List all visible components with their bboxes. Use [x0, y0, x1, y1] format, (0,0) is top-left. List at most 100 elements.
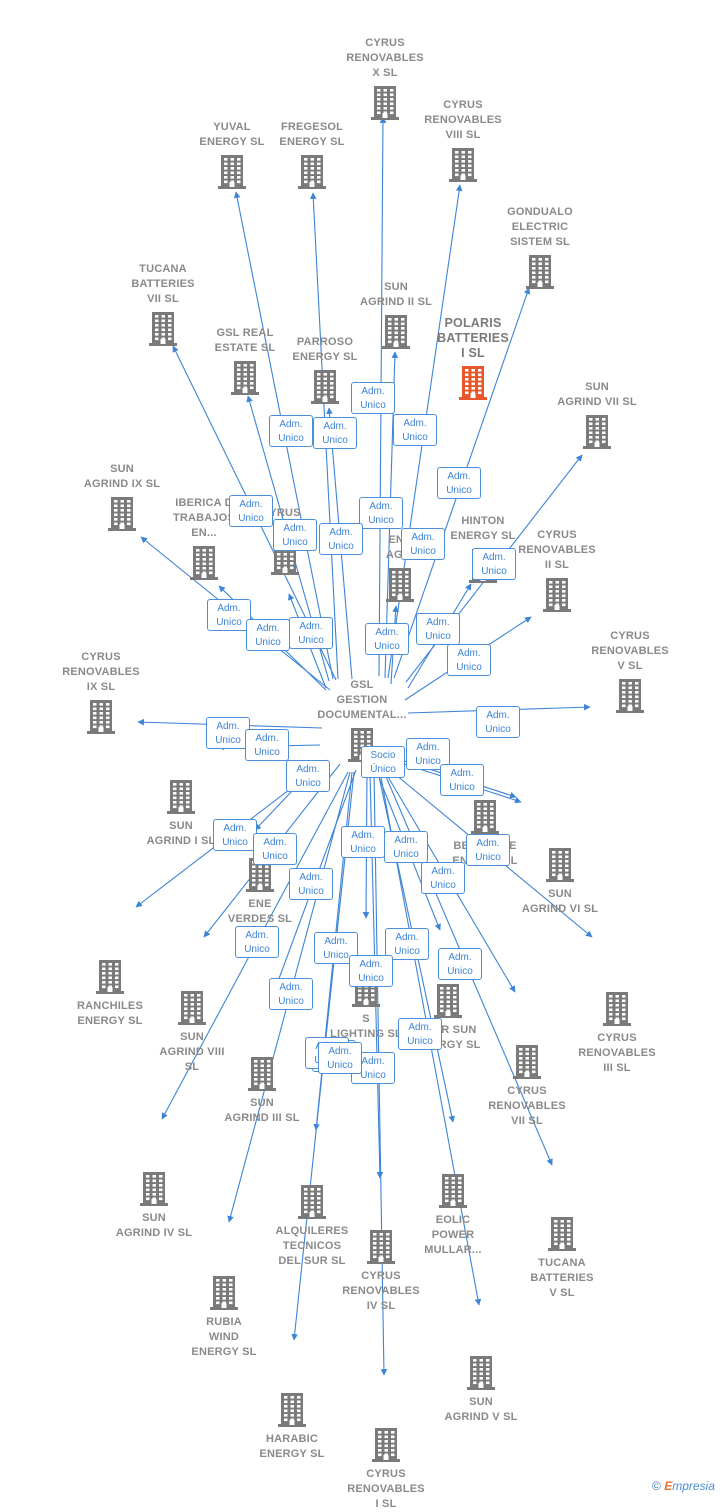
role-badge[interactable]: Adm.Unico	[286, 760, 330, 792]
role-scope: Unico	[328, 541, 354, 552]
company-name: CYRUS RENOVABLES I SL	[347, 1468, 425, 1510]
focus-company-node[interactable]: POLARIS BATTERIES I SL	[418, 316, 528, 405]
building-icon	[341, 313, 451, 354]
role-type: Adm.	[375, 627, 399, 638]
company-node[interactable]: CYRUS RENOVABLES III SL	[562, 987, 672, 1076]
company-node[interactable]: TUCANA BATTERIES V SL	[507, 1212, 617, 1301]
building-icon	[257, 153, 367, 194]
role-badge[interactable]: Adm.Unico	[398, 1018, 442, 1050]
role-type: Adm.	[239, 499, 263, 510]
company-node[interactable]: GSL REAL ESTATE SL	[190, 326, 300, 400]
role-badge[interactable]: Adm.Unico	[229, 495, 273, 527]
role-badge[interactable]: Adm.Unico	[269, 978, 313, 1010]
company-name: SUN AGRIND VIII SL	[159, 1031, 225, 1073]
building-icon	[46, 698, 156, 739]
role-badge[interactable]: Adm.Unico	[447, 644, 491, 676]
role-badge[interactable]: Adm.Unico	[319, 523, 363, 555]
role-scope: Unico	[449, 782, 475, 793]
empresia-footer[interactable]: © Empresia	[652, 1479, 715, 1493]
role-badge[interactable]: Adm.Unico	[393, 414, 437, 446]
company-node[interactable]: CYRUS RENOVABLES X SL	[330, 36, 440, 125]
company-node[interactable]: CYRUS RENOVABLES I SL	[331, 1423, 441, 1512]
role-scope: Unico	[254, 747, 280, 758]
company-node[interactable]: CYRUS RENOVABLES II SL	[502, 528, 612, 617]
role-scope: Unico	[323, 950, 349, 961]
company-name: GONDUALO ELECTRIC SISTEM SL	[507, 206, 573, 248]
company-node[interactable]: SUN AGRIND VII SL	[542, 380, 652, 454]
company-node[interactable]: SUN AGRIND VIII SL	[137, 986, 247, 1075]
role-scope: Unico	[415, 756, 441, 767]
role-badge[interactable]: Adm.Unico	[385, 928, 429, 960]
company-name: PARROSO ENERGY SL	[292, 336, 358, 363]
company-node[interactable]: CYRUS RENOVABLES V SL	[575, 629, 685, 718]
role-type: Adm.	[263, 837, 287, 848]
role-badge[interactable]: Adm.Unico	[401, 528, 445, 560]
role-type: Adm.	[359, 959, 383, 970]
building-icon	[507, 1215, 617, 1256]
company-node[interactable]: HARABIC ENERGY SL	[237, 1388, 347, 1462]
role-badge[interactable]: Adm.Unico	[253, 833, 297, 865]
role-badge[interactable]: Adm.Unico	[213, 819, 257, 851]
company-node[interactable]: CYRUS RENOVABLES VIII SL	[408, 98, 518, 187]
role-badge[interactable]: Adm.Unico	[206, 717, 250, 749]
role-badge[interactable]: Adm.Unico	[235, 926, 279, 958]
role-badge[interactable]: Adm.Unico	[365, 623, 409, 655]
company-node[interactable]: RANCHILES ENERGY SL	[55, 955, 165, 1029]
company-node[interactable]: IBERICA D TRABAJOS EN...	[149, 496, 259, 585]
company-node[interactable]: GONDUALO ELECTRIC SISTEM SL	[485, 205, 595, 294]
role-badge[interactable]: Adm.Unico	[476, 706, 520, 738]
company-node[interactable]: SUN AGRIND III SL	[207, 1052, 317, 1126]
company-node[interactable]: YUVAL ENERGY SL	[177, 120, 287, 194]
role-badge[interactable]: Adm.Unico	[416, 613, 460, 645]
role-badge[interactable]: Adm.Unico	[318, 1042, 362, 1074]
company-node[interactable]: SUN AGRIND II SL	[341, 280, 451, 354]
role-type: Adm.	[351, 830, 375, 841]
building-icon	[237, 1391, 347, 1432]
company-node[interactable]: CYRUS RENOVABLES IV SL	[326, 1225, 436, 1314]
role-scope: Unico	[298, 886, 324, 897]
company-node[interactable]: EOLIC POWER MULLAR...	[398, 1169, 508, 1258]
company-node[interactable]: CYRUS RENOVABLES VII SL	[472, 1040, 582, 1129]
role-badge[interactable]: Adm.Unico	[273, 519, 317, 551]
company-name: TUCANA BATTERIES VII SL	[131, 263, 195, 305]
company-node[interactable]: SUN AGRIND VI SL	[505, 843, 615, 917]
company-node[interactable]: CYRUS RENOVABLES IX SL	[46, 650, 156, 739]
role-type: Adm.	[457, 648, 481, 659]
role-badge[interactable]: Adm.Unico	[437, 467, 481, 499]
role-badge[interactable]: Adm.Unico	[246, 619, 290, 651]
role-badge[interactable]: Adm.Unico	[472, 548, 516, 580]
role-badge[interactable]: Adm.Unico	[289, 868, 333, 900]
company-node[interactable]: ALQUILERES TECNICOS DEL SUR SL	[257, 1180, 367, 1269]
role-badge[interactable]: Adm. Unico	[245, 729, 289, 761]
role-badge[interactable]: Adm.Unico	[289, 617, 333, 649]
role-badge[interactable]: Adm.Unico	[207, 599, 251, 631]
role-badge[interactable]: Adm.Unico	[440, 764, 484, 796]
role-scope: Unico	[447, 966, 473, 977]
company-node[interactable]: SUN AGRIND IX SL	[67, 462, 177, 536]
role-badge[interactable]: Adm.Unico	[438, 948, 482, 980]
role-badge[interactable]: Adm.Unico	[349, 955, 393, 987]
role-type: Adm.	[394, 835, 418, 846]
role-badge[interactable]: Adm.Unico	[313, 417, 357, 449]
role-badge[interactable]: Adm.Unico	[351, 382, 395, 414]
company-node[interactable]: RUBIA WIND ENERGY SL	[169, 1271, 279, 1360]
role-badge[interactable]: Adm.Unico	[384, 831, 428, 863]
company-node[interactable]: TUCANA BATTERIES VII SL	[108, 262, 218, 351]
role-badge[interactable]: Adm.Unico	[269, 415, 313, 447]
building-icon	[408, 146, 518, 187]
role-badge[interactable]: Adm.Unico	[421, 862, 465, 894]
role-badge[interactable]: Adm.Unico	[359, 497, 403, 529]
building-icon	[330, 84, 440, 125]
role-type: Adm.	[255, 733, 279, 744]
building-icon	[149, 544, 259, 585]
building-icon	[542, 413, 652, 454]
company-node[interactable]: FREGESOL ENERGY SL	[257, 120, 367, 194]
company-node[interactable]: PARROSO ENERGY SL	[270, 335, 380, 409]
company-node[interactable]: SUN AGRIND IV SL	[99, 1167, 209, 1241]
role-badge[interactable]: Adm.Unico	[466, 834, 510, 866]
role-scope: Unico	[222, 837, 248, 848]
company-node[interactable]: SUN AGRIND I SL	[126, 775, 236, 849]
role-badge[interactable]: Adm.Unico	[341, 826, 385, 858]
company-node[interactable]: SUN AGRIND V SL	[426, 1351, 536, 1425]
